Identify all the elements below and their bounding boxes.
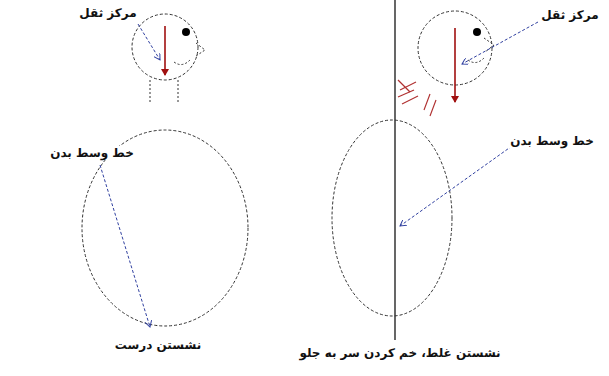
body-outline: [332, 120, 452, 316]
gravity-label: مرکز ثقل: [539, 8, 600, 22]
neck-line: [178, 80, 179, 104]
eye: [182, 28, 190, 36]
leader-line: [462, 22, 538, 64]
mouth: [468, 58, 484, 63]
gravity-arrow: [164, 26, 166, 75]
midline-label: خط وسط بدن: [48, 146, 136, 160]
caption-label: نشستن غلط، خم کردن سر به جلو: [297, 346, 502, 360]
leader-line: [100, 165, 150, 327]
vertical-line: [394, 0, 395, 340]
eye: [473, 28, 481, 36]
caption-label: نشستن درست: [113, 338, 203, 352]
nose: [484, 38, 494, 52]
leader-line: [138, 24, 160, 60]
gravity-arrow: [454, 28, 456, 102]
gravity-label: مرکز ثقل: [77, 6, 138, 20]
wrong-figure: [332, 0, 538, 340]
midline-label: خط وسط بدن: [508, 134, 596, 148]
nose: [196, 43, 205, 56]
leader-line: [400, 146, 512, 226]
neck-strain: [398, 80, 436, 116]
neck-line: [150, 80, 151, 104]
correct-figure: [82, 14, 248, 327]
head-outline: [132, 14, 198, 80]
mouth: [174, 60, 190, 65]
